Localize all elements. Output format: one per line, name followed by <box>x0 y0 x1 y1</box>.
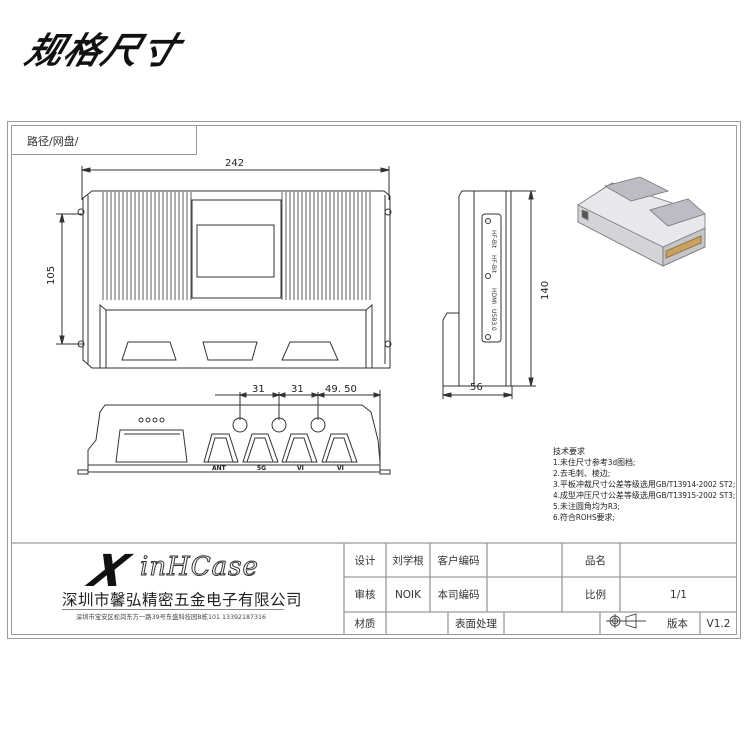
reviewer-value: NOIK <box>394 588 422 601</box>
customer-code-value <box>487 543 562 577</box>
scale-value: 1/1 <box>670 588 687 601</box>
material-label: 材质 <box>354 618 376 630</box>
drawing-frame-outer <box>7 121 741 639</box>
company-logo-text: inHCase <box>140 552 259 583</box>
third-angle-projection-icon <box>606 613 646 629</box>
dim-front-width: 242 <box>225 158 245 169</box>
company-address: 深圳市宝安区松岗东方一路39号东盛科技园B栋101 13392187316 <box>76 614 267 621</box>
tech-req-item: 2.去毛刺、棱边; <box>553 469 611 478</box>
tech-req-item: 1.未住尺寸参考3d图档; <box>553 458 636 467</box>
dim-spacing-3: 49. 50 <box>325 384 357 395</box>
svg-text:HF-Bit: HF-Bit <box>490 230 497 249</box>
port-label-vi-2: VI <box>337 465 344 472</box>
port-label-5g: 5G <box>257 465 267 472</box>
dim-spacing-2: 31 <box>291 384 304 395</box>
port-label-ant: ANT <box>212 465 226 472</box>
surface-value <box>504 612 600 635</box>
tech-req-title: 技术要求 <box>553 447 585 456</box>
scale-label: 比例 <box>585 589 606 601</box>
customer-code-label: 客户编码 <box>437 554 480 567</box>
tech-req-item: 4.成型冲压尺寸公差等级选用GB/T13915-2002 ST3; <box>553 491 736 500</box>
design-label: 设计 <box>354 554 376 567</box>
product-name-label: 品名 <box>585 554 606 567</box>
company-code-value <box>487 577 562 612</box>
dim-side-depth: 56 <box>470 382 483 393</box>
divider <box>62 609 284 610</box>
tech-req-item: 6.符合ROHS要求; <box>553 513 615 522</box>
port-label-vi-1: VI <box>297 465 304 472</box>
drawing-frame-inner <box>11 125 737 635</box>
tech-req-item: 3.平板冲裁尺寸公差等级选用GB/T13914-2002 ST2; <box>553 480 736 489</box>
company-name: 深圳市馨弘精密五金电子有限公司 <box>62 591 303 609</box>
surface-label: 表面处理 <box>455 618 497 630</box>
designer-value: 刘学根 <box>392 554 424 567</box>
svg-text:HDMI: HDMI <box>490 288 497 304</box>
technical-requirements: 技术要求 1.未住尺寸参考3d图档; 2.去毛刺、棱边; 3.平板冲裁尺寸公差等… <box>553 446 735 523</box>
svg-text:USB3.0: USB3.0 <box>490 309 497 331</box>
dim-spacing-1: 31 <box>252 384 265 395</box>
path-label: 路径/网盘/ <box>11 125 197 155</box>
company-code-label: 本司编码 <box>437 589 480 601</box>
dim-front-height: 105 <box>46 265 57 285</box>
product-name-value <box>620 543 737 577</box>
version-label: 版本 <box>667 618 688 630</box>
material-value <box>386 612 448 635</box>
dim-side-height: 140 <box>540 280 551 300</box>
version-value: V1.2 <box>706 617 731 630</box>
svg-text:HF-Bit: HF-Bit <box>490 255 497 274</box>
review-label: 审核 <box>354 589 376 601</box>
tech-req-item: 5.未注圆角均为R3; <box>553 502 620 511</box>
